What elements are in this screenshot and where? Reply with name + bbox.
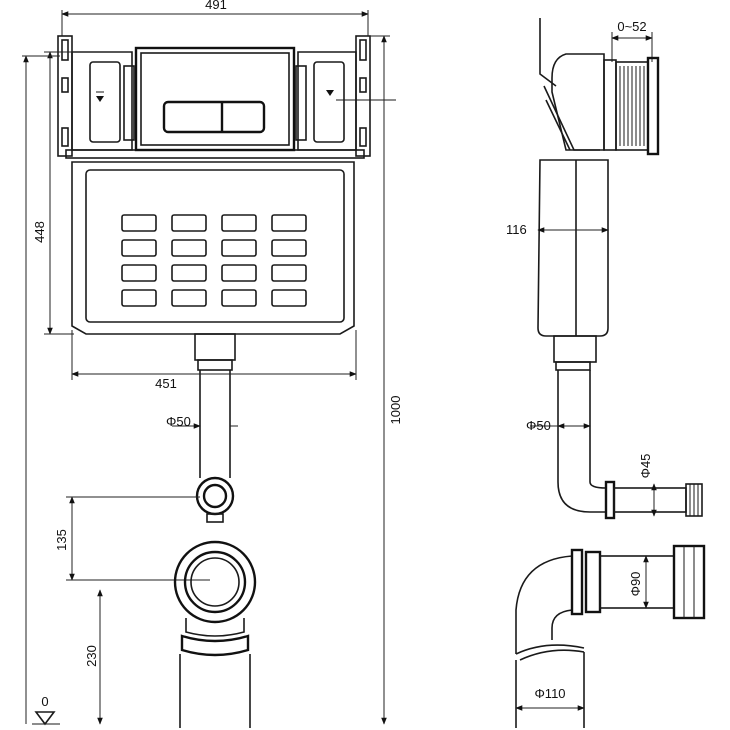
label-tank-height: 448 (32, 221, 47, 243)
side-flush-pipe: Φ50 (526, 335, 607, 513)
dim-drain-offset: 135 (54, 496, 210, 581)
label-waste-dia: Φ90 (628, 572, 643, 597)
floor-level-icon (34, 711, 56, 726)
label-floor-zero: 0 (41, 694, 48, 709)
label-bend-dia: Φ110 (534, 686, 565, 701)
cistern-tank (71, 161, 355, 335)
label-overall-width: 491 (205, 0, 227, 12)
side-view: 0~52 116 (506, 18, 706, 728)
triangle-marker-icon (326, 90, 334, 96)
waste-outlet (173, 540, 257, 728)
tank-ribs (121, 214, 307, 307)
dim-overall-width: 491 (61, 0, 369, 36)
triangle-marker-icon (96, 96, 104, 102)
dim-total-height: 1000 (360, 35, 403, 725)
label-side-flush-pipe-dia: Φ50 (526, 418, 551, 433)
dim-tank-height: 448 (32, 51, 130, 335)
label-connector-dia: Φ45 (638, 454, 653, 479)
frame-left-bracket (57, 35, 73, 157)
label-total-height: 1000 (388, 396, 403, 425)
label-flush-pipe-dia: Φ50 (166, 414, 191, 429)
actuator-housing (543, 53, 660, 156)
label-drain-height: 230 (84, 645, 99, 667)
side-tank: 116 (506, 159, 609, 337)
floor-level-marker: 0 (32, 694, 60, 726)
dim-tank-width: 451 (71, 330, 357, 391)
frame-right-bracket (355, 35, 371, 157)
label-adjust-range: 0~52 (617, 19, 646, 34)
dim-flush-pipe-dia: Φ50 (166, 414, 238, 429)
threaded-collar (619, 66, 645, 146)
waste-bend: Φ90 Φ110 (515, 544, 706, 728)
dim-adjust-range: 0~52 (611, 19, 653, 62)
flush-pipe (194, 333, 236, 523)
front-view: 491 (22, 0, 403, 728)
label-depth: 116 (506, 222, 527, 237)
dim-drain-height: 230 (84, 589, 103, 725)
frame-top-bar (65, 51, 396, 159)
label-tank-width: 451 (155, 376, 177, 391)
flush-connector: Φ45 (604, 454, 703, 520)
flush-plate (134, 46, 296, 152)
label-drain-offset: 135 (54, 529, 69, 551)
